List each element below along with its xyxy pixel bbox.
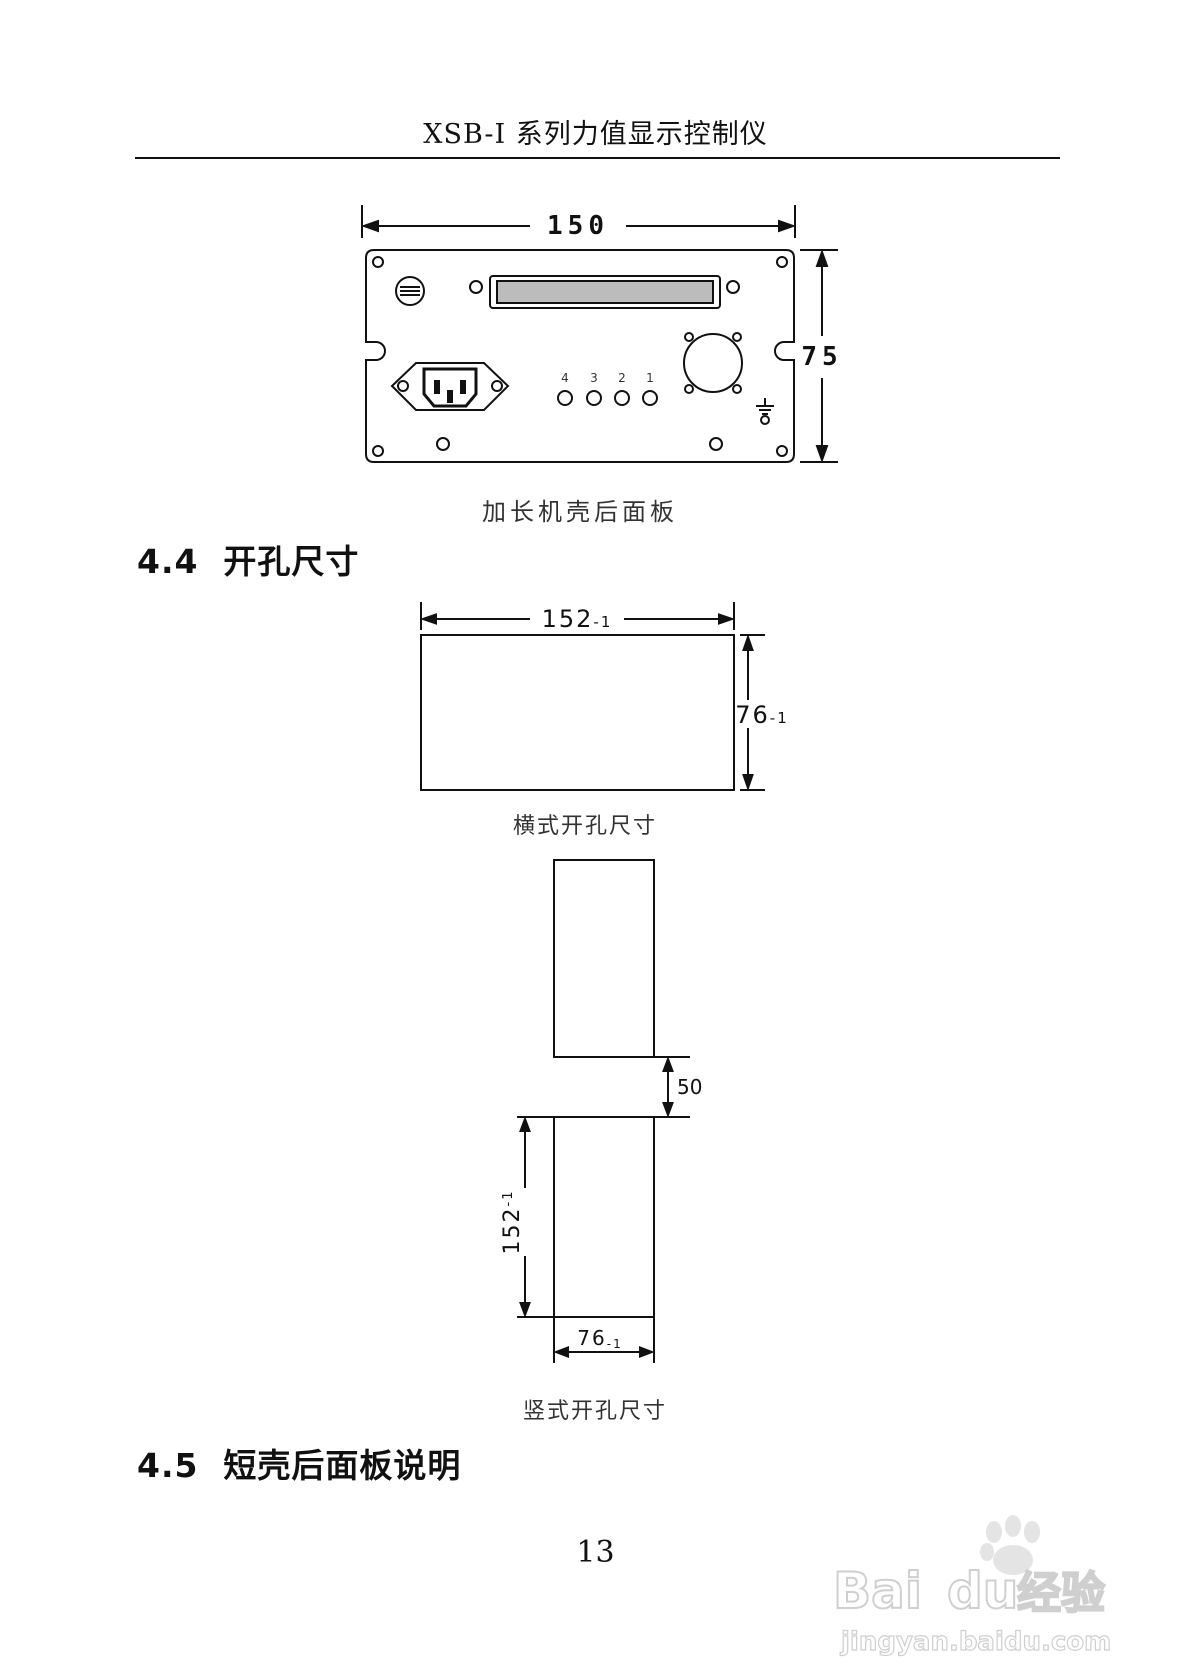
rear-panel-caption: 加长机壳后面板	[482, 498, 678, 526]
vertical-cutout-width-value: 76	[577, 1326, 606, 1350]
header-divider	[135, 157, 1060, 159]
watermark-product: 经验	[1017, 1568, 1105, 1619]
section-heading-4-5: 4.5 短壳后面板说明	[137, 1446, 462, 1485]
vertical-cutout-width-tolerance: -1	[607, 1337, 623, 1351]
cutout-height-value: 76	[735, 701, 770, 729]
panel-height-dimension: 75	[801, 342, 842, 372]
vertical-cutout-figure: 50 152-1 76-1	[500, 859, 702, 1363]
vertical-cutout-caption: 竖式开孔尺寸	[522, 1399, 667, 1424]
led-label: 4	[561, 371, 569, 385]
vertical-cutout-height-tolerance: -1	[501, 1190, 516, 1207]
page-header-title: XSB-I 系列力值显示控制仪	[423, 119, 768, 150]
panel-width-dimension: 150	[547, 211, 609, 241]
led-label: 2	[618, 371, 626, 385]
horizontal-cutout-figure: 152-1 76-1	[419, 602, 789, 792]
watermark-brand: Bai	[833, 1562, 922, 1620]
cutout-gap-dimension: 50	[677, 1075, 702, 1099]
baidu-jingyan-watermark: Bai du 经验 jingyan.baidu.com	[829, 1510, 1129, 1660]
horizontal-cutout-caption: 横式开孔尺寸	[512, 814, 657, 839]
rear-panel-figure: 150 75 4 3 2 1	[361, 205, 842, 463]
watermark-brand-du: du	[947, 1562, 1018, 1620]
svg-text:76-1: 76-1	[735, 701, 789, 729]
led-label: 1	[646, 371, 654, 385]
led-label: 3	[590, 371, 598, 385]
vertical-cutout-height-value: 152	[500, 1206, 525, 1254]
svg-text:152-1: 152-1	[500, 1190, 525, 1255]
page-number: 13	[576, 1535, 615, 1570]
watermark-url: jingyan.baidu.com	[840, 1627, 1111, 1657]
svg-text:152-1: 152-1	[542, 605, 613, 633]
section-heading-4-4: 4.4 开孔尺寸	[137, 542, 360, 581]
cutout-width-value: 152	[542, 605, 594, 633]
cutout-height-tolerance: -1	[770, 709, 789, 727]
svg-text:76-1: 76-1	[577, 1326, 622, 1351]
cutout-width-tolerance: -1	[593, 613, 612, 631]
